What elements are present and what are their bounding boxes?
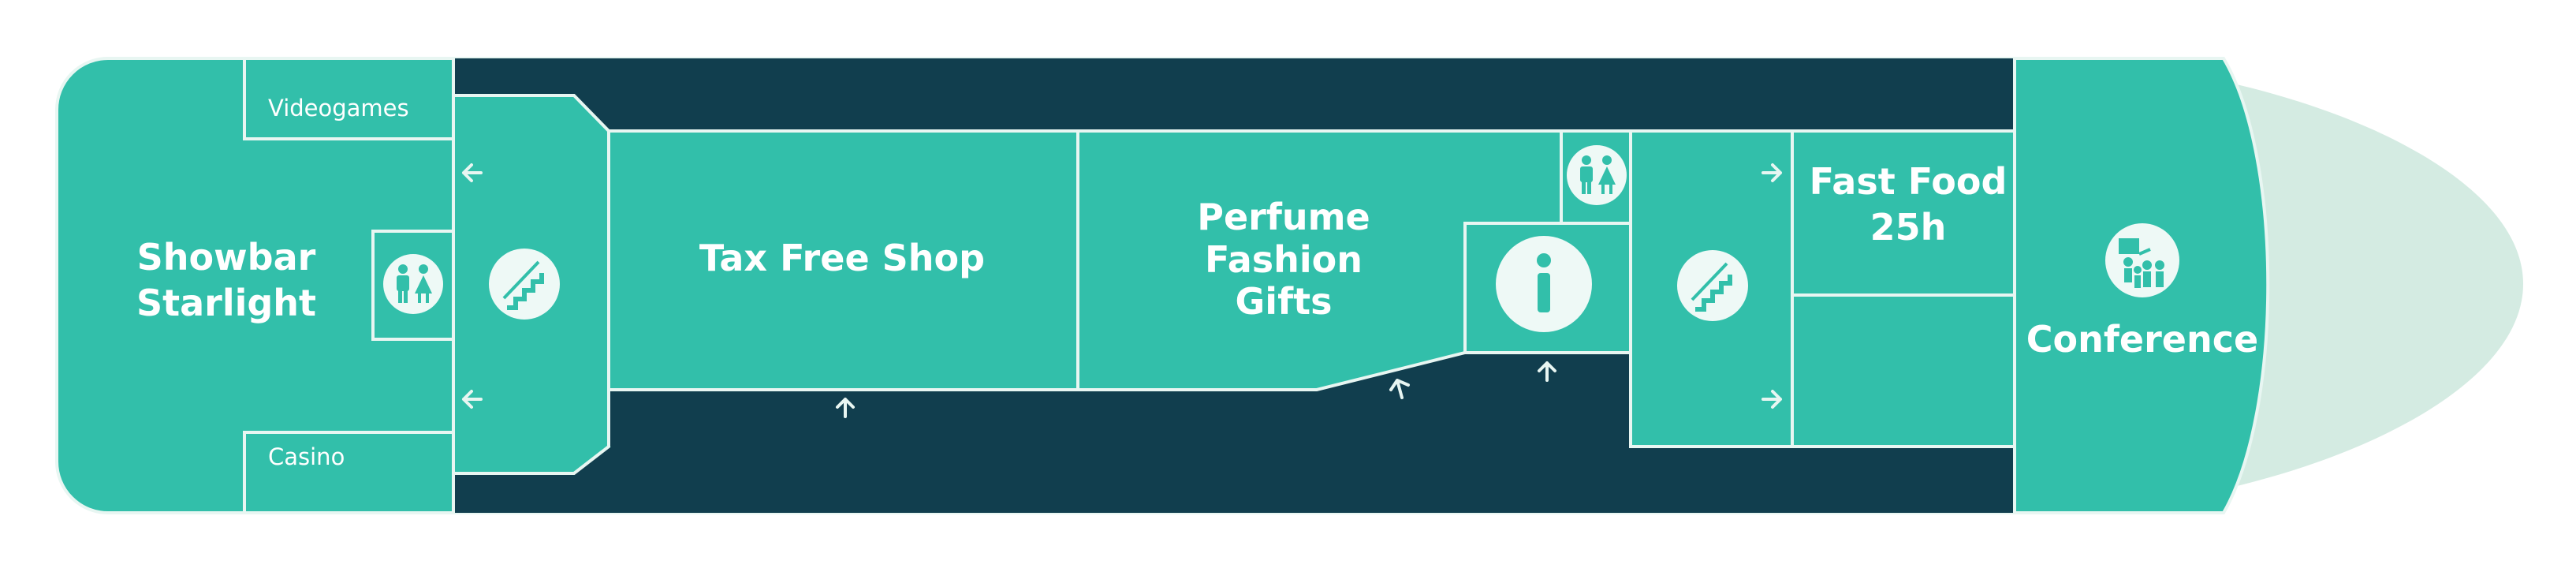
stairs-icon[interactable] — [1677, 250, 1748, 321]
fast-food-label[interactable]: Fast Food — [1810, 160, 2007, 203]
casino-label[interactable]: Casino — [268, 443, 345, 470]
arrow-icon — [1761, 163, 1782, 182]
fast-food-hours-label[interactable]: 25h — [1870, 206, 1947, 249]
showbar-label[interactable]: Starlight — [136, 282, 316, 324]
videogames-label[interactable]: Videogames — [268, 95, 409, 122]
arrow-icon — [462, 390, 483, 409]
perfume-label[interactable]: Perfume — [1197, 196, 1370, 238]
stairs-icon[interactable] — [489, 249, 560, 320]
fast-food-room — [1791, 129, 2016, 297]
tax-free-shop-label[interactable]: Tax Free Shop — [699, 237, 985, 279]
info-icon[interactable] — [1496, 236, 1592, 332]
corridor-top — [385, 58, 2015, 131]
arrow-icon — [836, 398, 855, 418]
gifts-label[interactable]: Gifts — [1236, 280, 1333, 323]
conference-icon[interactable] — [2105, 223, 2179, 297]
fashion-label[interactable]: Fashion — [1205, 238, 1363, 281]
conference-label[interactable]: Conference — [2026, 318, 2258, 361]
toilets-icon[interactable] — [383, 254, 443, 314]
fast-food-lower — [1791, 293, 2016, 448]
toilets-icon[interactable] — [1567, 145, 1627, 205]
arrow-icon — [1389, 379, 1410, 399]
arrow-icon — [1761, 390, 1782, 409]
arrow-icon — [462, 163, 483, 182]
videogames-room — [243, 57, 455, 140]
corridor-bottom — [375, 447, 2015, 513]
arrow-icon — [1538, 361, 1556, 382]
showbar-label[interactable]: Showbar — [137, 236, 316, 279]
tax-free-shop-room — [607, 129, 1079, 391]
